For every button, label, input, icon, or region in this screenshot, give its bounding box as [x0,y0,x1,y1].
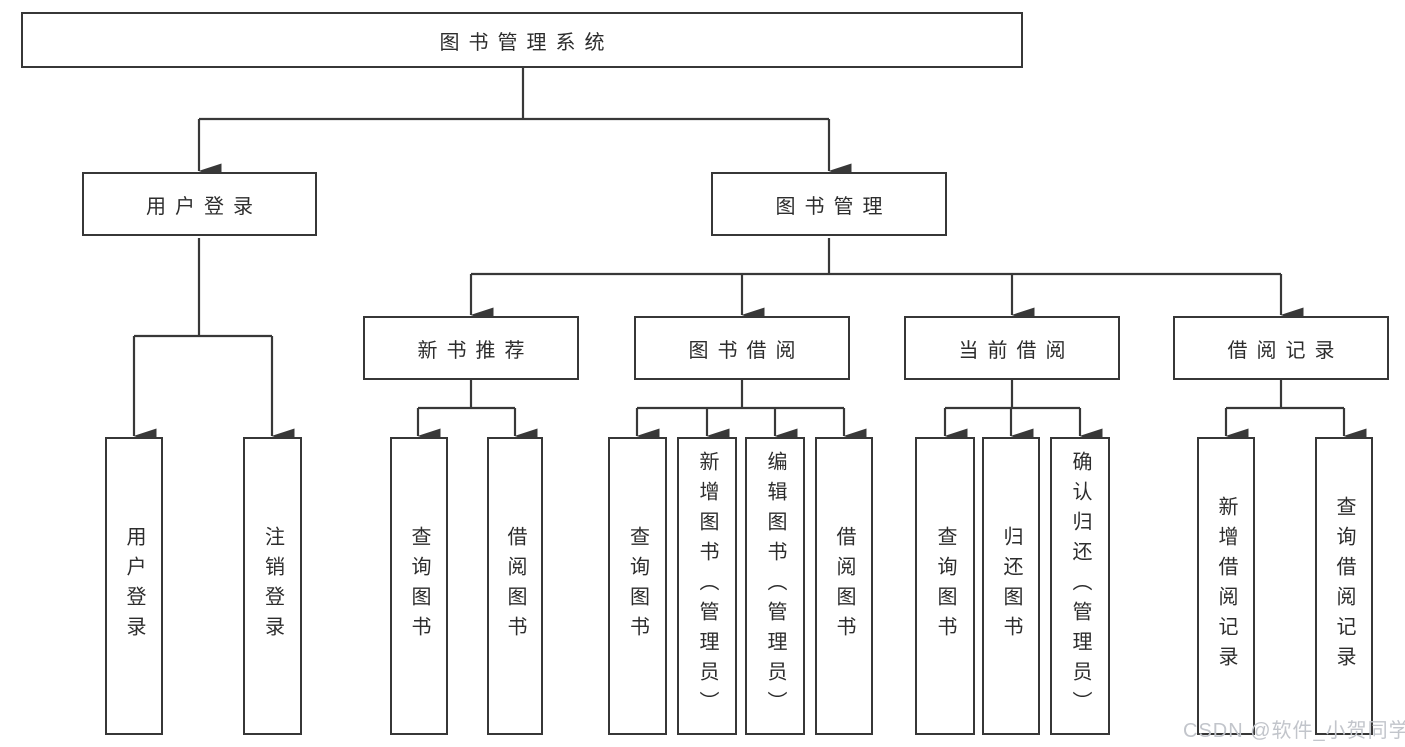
node-current-borrow: 当前借阅 [904,316,1120,380]
node-query-books-current: 查询图书 [915,437,975,735]
node-logout: 注销登录 [243,437,302,735]
node-user-login-group: 用户登录 [82,172,317,236]
node-query-books-recommend: 查询图书 [390,437,448,735]
node-confirm-return-admin: 确认归还（管理员） [1050,437,1110,735]
node-book-borrow: 图书借阅 [634,316,850,380]
node-edit-book-admin: 编辑图书（管理员） [745,437,805,735]
node-return-book: 归还图书 [982,437,1040,735]
node-add-borrow-record: 新增借阅记录 [1197,437,1255,735]
node-new-book-recommend: 新书推荐 [363,316,579,380]
node-query-borrow-record: 查询借阅记录 [1315,437,1373,735]
node-borrow-books-recommend: 借阅图书 [487,437,543,735]
node-book-management: 图书管理 [711,172,947,236]
csdn-watermark: CSDN @软件_小贺同学 [1183,720,1405,742]
node-borrow-books: 借阅图书 [815,437,873,735]
node-add-book-admin: 新增图书（管理员） [677,437,737,735]
node-user-login: 用户登录 [105,437,163,735]
node-book-management-system: 图书管理系统 [21,12,1023,68]
node-borrow-records: 借阅记录 [1173,316,1389,380]
connector-arrows [132,119,1367,444]
branch-rails [134,68,1344,410]
node-query-books-borrow: 查询图书 [608,437,667,735]
